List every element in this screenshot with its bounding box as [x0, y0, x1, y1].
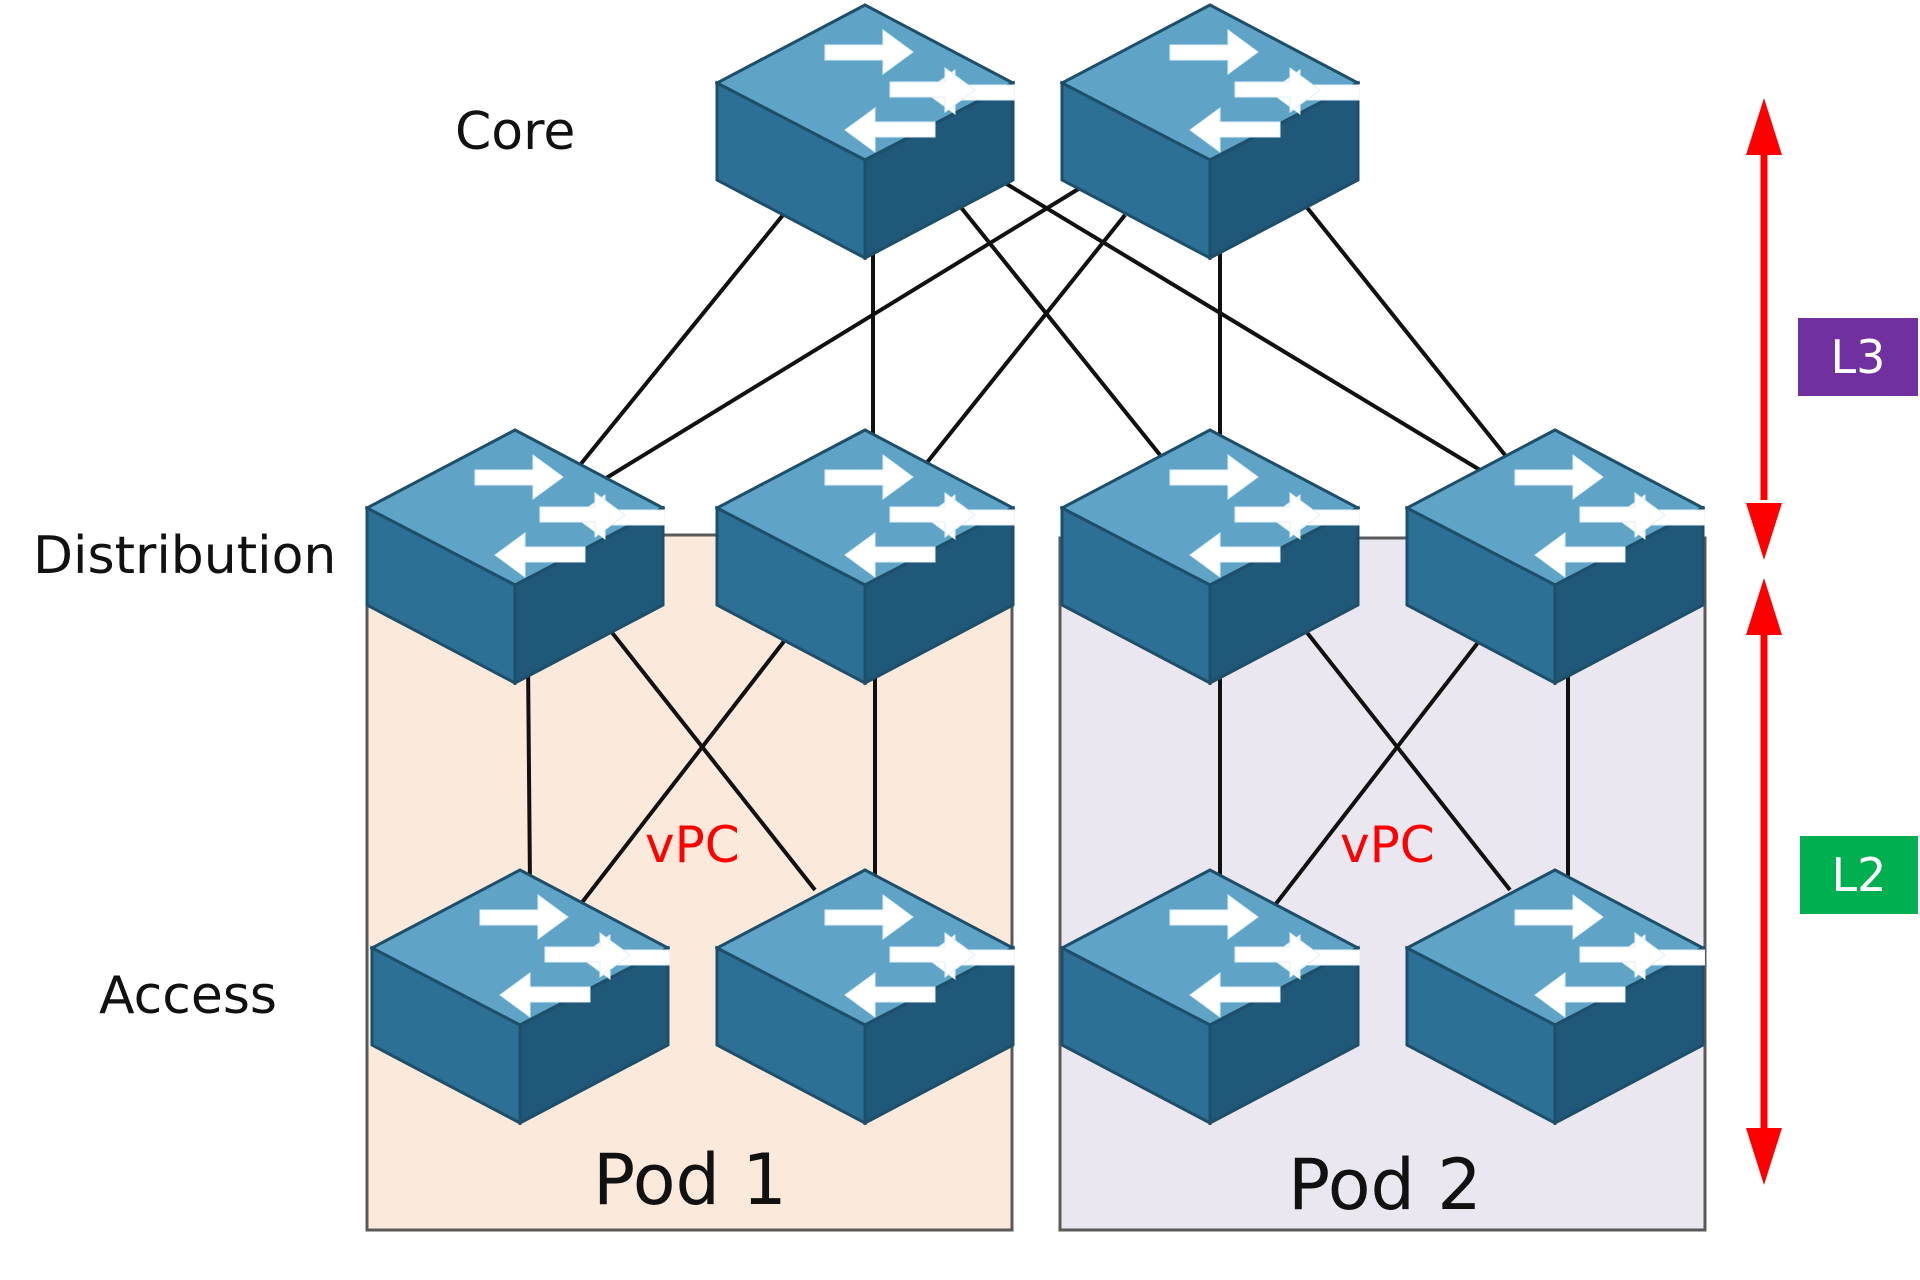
link — [998, 178, 1482, 472]
link — [608, 628, 817, 892]
vpc-label-pod-2: vPC — [1340, 816, 1435, 874]
l3-badge: L3 — [1798, 318, 1918, 396]
distribution-label: Distribution — [33, 526, 337, 586]
pod-2-label: Pod 2 — [1288, 1144, 1482, 1226]
l2-arrow — [1746, 578, 1782, 1185]
link — [1303, 203, 1507, 457]
access-label: Access — [99, 966, 278, 1026]
distribution-access-links — [526, 628, 1570, 907]
l2-badge: L2 — [1800, 836, 1918, 914]
link — [1273, 638, 1482, 907]
link — [923, 213, 1127, 467]
link — [1303, 628, 1512, 892]
pod-1-label: Pod 1 — [593, 1139, 787, 1221]
link — [953, 198, 1162, 457]
core-label: Core — [455, 102, 576, 162]
link — [578, 213, 785, 467]
core-distribution-links — [578, 178, 1507, 482]
link — [526, 659, 532, 886]
link — [578, 638, 787, 907]
l3-arrow — [1746, 98, 1782, 560]
vpc-label-pod-1: vPC — [645, 816, 740, 874]
link — [601, 186, 1082, 482]
